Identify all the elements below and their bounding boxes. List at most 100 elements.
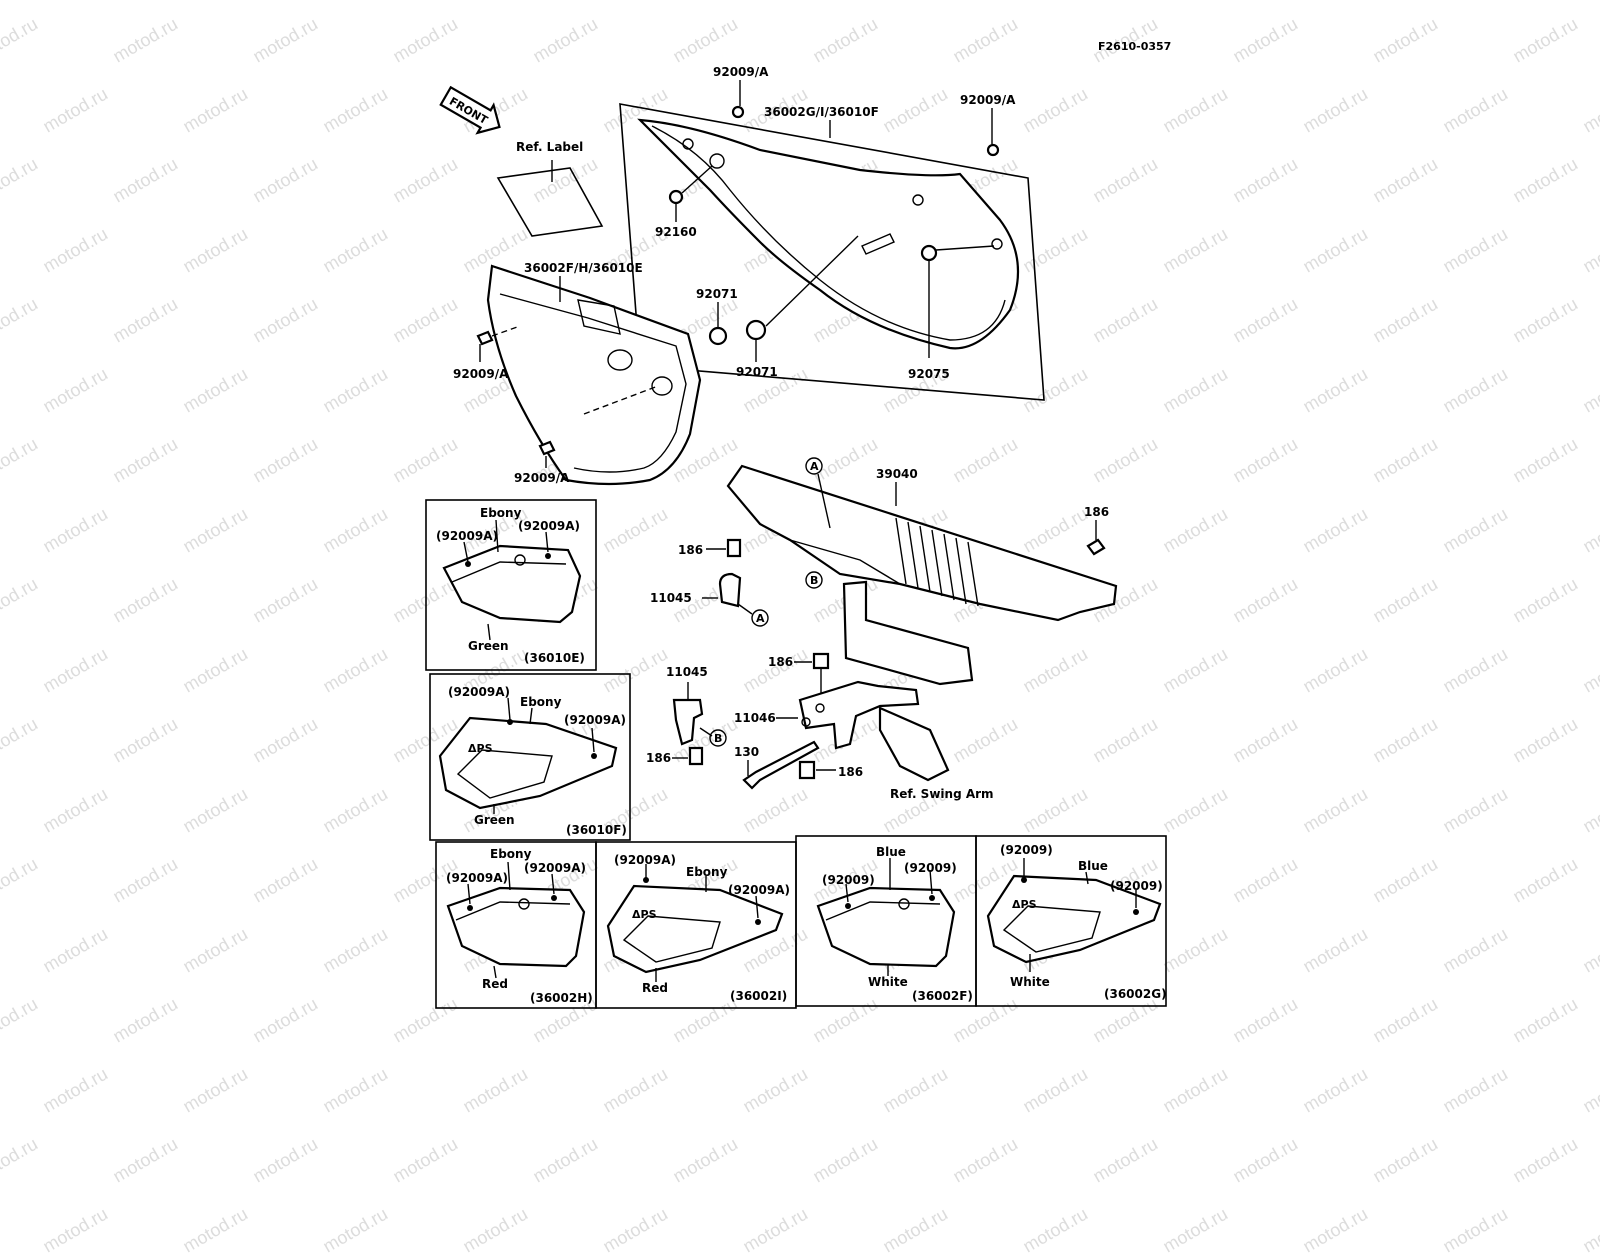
guard-bracket [842,580,974,686]
marker-b-top-text: B [810,574,818,587]
variant-6-top-color: Blue [1078,859,1108,873]
label-92071-center: 92071 [736,365,778,379]
label-130: 130 [734,745,759,759]
variant-4-top-color: Ebony [686,865,728,879]
label-92009a-left: 92009/A [453,367,509,381]
ref-label-text: Ref. Label [516,140,583,154]
variant-5-clip-right: (92009) [904,861,957,875]
watermark-text: motod.ru [39,1203,112,1257]
damper-92071-left [708,326,728,346]
clip-92009a-bottom [538,440,556,456]
variant-36002h: Ebony (92009A) (92009A) Red (36002H) [446,847,593,1005]
drawing-code: F2610-0357 [1098,40,1171,53]
label-ref-swing-arm: Ref. Swing Arm [890,787,994,801]
variant-5-code: (36002F) [912,989,973,1003]
label-39040: 39040 [876,467,918,481]
variant-4-bottom-color: Red [642,981,668,995]
watermark-text: motod.ru [179,1203,252,1257]
variant-2-code: (36010F) [566,823,627,837]
svg-text:ΔPS: ΔPS [1012,898,1037,911]
front-arrow: FRONT [439,85,501,135]
watermark-text: motod.ru [1579,1203,1600,1257]
watermark-text: motod.ru [599,1203,672,1257]
variant-2-clip-right: (92009A) [564,713,626,727]
clip-92009a-top [731,105,745,119]
chain-guard-ribs [895,517,979,607]
bolt-186-d [798,760,816,780]
clip-92009a-left [476,330,494,346]
marker-b-bottom-text: B [714,732,722,745]
label-186-d: 186 [838,765,863,779]
svg-text:ΔPS: ΔPS [632,908,657,921]
damper-92075 [920,244,938,262]
variant-1-clip-right: (92009A) [518,519,580,533]
variant-5-bottom-color: White [868,975,908,989]
label-cover-left: 36002F/H/36010E [524,261,643,275]
label-11045-b: 11045 [666,665,708,679]
label-cover-right: 36002G/I/36010F [764,105,879,119]
marker-b-bottom [709,729,727,747]
variant-4-clip-right: (92009A) [728,883,790,897]
variant-6-clip-left: (92009) [1000,843,1053,857]
label-92009a-top: 92009/A [713,65,769,79]
watermark-text: motod.ru [1299,1203,1372,1257]
variant-6-clip-right: (92009) [1110,879,1163,893]
label-186-right: 186 [1084,505,1109,519]
bolt-186-right [1086,538,1106,556]
ref-label-sticker [496,167,604,237]
variant-box-2 [429,673,631,841]
watermark-text: motod.ru [739,1203,812,1257]
variant-3-clip-right: (92009A) [524,861,586,875]
label-186-a: 186 [678,543,703,557]
variant-2-bottom-color: Green [474,813,515,827]
variant-5-top-color: Blue [876,845,906,859]
svg-text:ΔPS: ΔPS [468,742,493,755]
variant-6-code: (36002G) [1104,987,1167,1001]
variant-3-clip-left: (92009A) [446,871,508,885]
ref-swing-arm [878,706,950,782]
label-92160: 92160 [655,225,697,239]
label-92071-left: 92071 [696,287,738,301]
marker-a-top [805,457,823,475]
bolt-186-a [726,538,742,558]
variant-1-bottom-color: Green [468,639,509,653]
bracket-11045-b [672,698,704,746]
variant-3-bottom-color: Red [482,977,508,991]
variant-2-top-color: Ebony [520,695,562,709]
watermark-text: motod.ru [1439,1203,1512,1257]
variant-36002f: Blue (92009) (92009) White (36002F) [816,845,973,1003]
variant-1-code: (36010E) [524,651,585,665]
marker-b-top [805,571,823,589]
variant-4-clip-left: (92009A) [614,853,676,867]
variant-5-clip-left: (92009) [822,873,875,887]
grommet-92160 [668,189,684,205]
variant-3-code: (36002H) [530,991,593,1005]
right-side-cover [637,118,1020,350]
marker-a-bottom [751,609,769,627]
variant-4-code: (36002I) [730,989,787,1003]
variant-36010f: ΔPS (92009A) Ebony (92009A) Green (36010… [438,685,627,837]
variant-box-6 [975,835,1167,1007]
marker-a-bottom-text: A [756,612,765,625]
bolt-186-b [688,746,704,766]
variant-36002i: ΔPS (92009A) Ebony (92009A) Red (36002I) [606,853,790,1003]
variant-6-bottom-color: White [1010,975,1050,989]
watermark-text: motod.ru [1159,1203,1232,1257]
watermark-text: motod.ru [1019,1203,1092,1257]
label-92075: 92075 [908,367,950,381]
variant-1-top-color: Ebony [480,506,522,520]
clip-92009a-top-right [986,143,1000,157]
variant-box-1 [425,499,597,671]
label-186-b: 186 [646,751,671,765]
variant-3-top-color: Ebony [490,847,532,861]
bracket-11046 [798,680,920,750]
variant-36002g: ΔPS (92009) Blue (92009) White (36002G) [986,843,1167,1001]
watermark-text: motod.ru [459,1203,532,1257]
label-92009a-bottom: 92009/A [514,471,570,485]
parts-diagram: F2610-0357 FRONT Ref. Label 92009/A 3600… [425,40,1171,1009]
label-11045-a: 11045 [650,591,692,605]
variant-1-clip-left: (92009A) [436,529,498,543]
label-186-c: 186 [768,655,793,669]
bracket-11045-a [718,572,742,608]
label-11046: 11046 [734,711,776,725]
